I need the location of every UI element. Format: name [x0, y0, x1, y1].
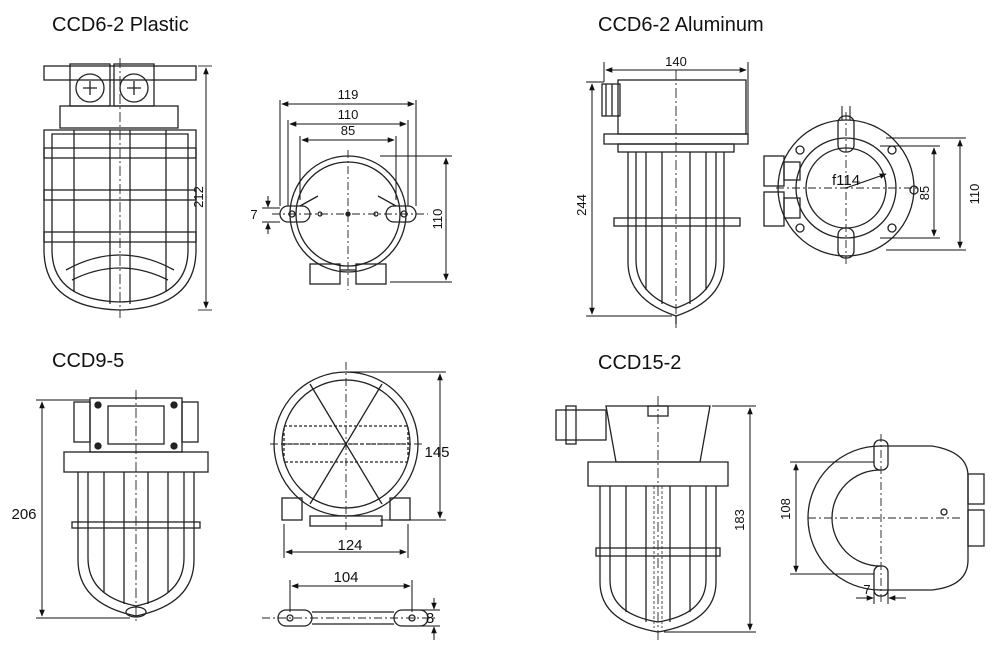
ccd6-aluminum-side-view — [601, 70, 749, 328]
ccd6-aluminum-top-dims — [841, 106, 966, 251]
dim-label-212: 212 — [191, 186, 206, 208]
dim-label-7-ccd15: 7 — [863, 582, 870, 597]
title-ccd6-2-aluminum: CCD6-2 Aluminum — [598, 14, 764, 36]
dim-label-206: 206 — [11, 506, 36, 523]
ccd9-front-dims — [283, 371, 446, 558]
ccd6-plastic-top-dims — [262, 100, 452, 283]
dim-label-85-aluminum: 85 — [917, 186, 932, 200]
dim-label-7: 7 — [250, 207, 257, 222]
dim-label-244: 244 — [574, 194, 589, 216]
ccd6-plastic-top-view — [272, 150, 428, 290]
ccd15-top-view — [807, 434, 985, 602]
ccd9-bracket-dims — [289, 580, 440, 640]
title-ccd9-5: CCD9-5 — [52, 350, 125, 372]
dim-label-f114: f114 — [832, 172, 860, 189]
ccd15-side-view — [555, 396, 729, 640]
ccd15-side-dims — [664, 405, 756, 633]
dim-label-140: 140 — [665, 54, 687, 69]
ccd9-side-view — [63, 390, 209, 622]
dim-label-124: 124 — [337, 537, 362, 554]
dim-label-119: 119 — [338, 87, 359, 102]
ccd15-top-dims — [790, 461, 906, 604]
dim-label-110-width: 110 — [338, 107, 359, 122]
dim-label-8: 8 — [426, 610, 434, 627]
ccd9-front-view — [270, 362, 422, 530]
ccd6-aluminum-side-dims — [586, 62, 749, 317]
title-ccd6-2-plastic: CCD6-2 Plastic — [52, 14, 189, 36]
dim-label-85: 85 — [341, 123, 355, 138]
ccd6-plastic-height-dim: 212 — [191, 65, 212, 311]
dim-label-110-height: 110 — [430, 209, 445, 230]
dim-label-110-aluminum: 110 — [967, 184, 982, 205]
title-ccd15-2: CCD15-2 — [598, 352, 682, 374]
ccd9-side-dims — [36, 399, 130, 619]
dim-label-104: 104 — [333, 569, 358, 586]
ccd9-bracket-view — [262, 609, 436, 627]
dim-label-145: 145 — [424, 444, 449, 461]
dim-label-183: 183 — [732, 509, 747, 531]
dim-label-108: 108 — [778, 498, 793, 520]
ccd6-plastic-side-view — [43, 58, 197, 318]
